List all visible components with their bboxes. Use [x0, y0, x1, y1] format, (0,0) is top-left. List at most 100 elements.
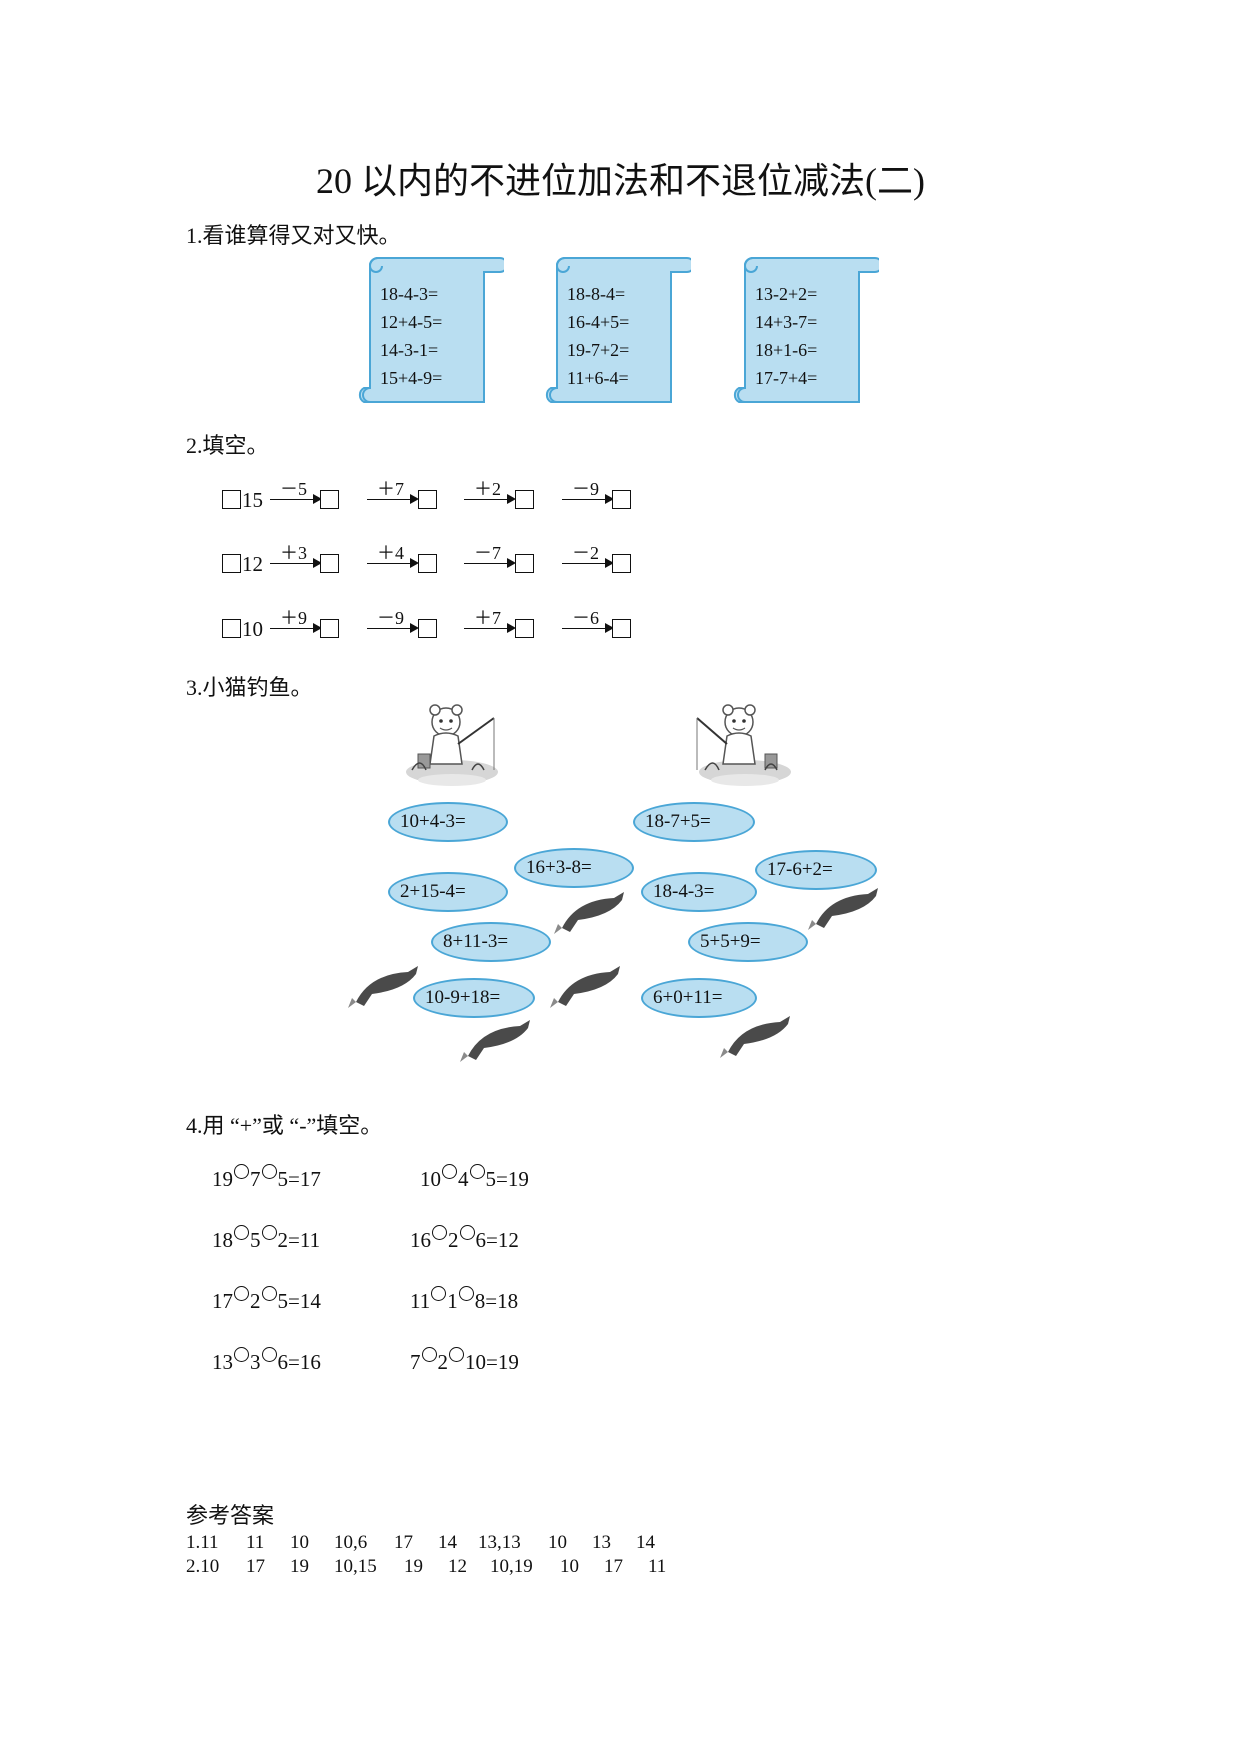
operator-label: －9 — [377, 608, 404, 628]
operator-label: －6 — [572, 608, 599, 628]
answer-box[interactable] — [612, 619, 631, 638]
q1-heading: 1.看谁算得又对又快。 — [186, 223, 401, 248]
answer-box[interactable] — [418, 490, 437, 509]
answer-value: 1.11 — [186, 1532, 219, 1553]
scroll-shape — [545, 257, 691, 403]
answer-box[interactable] — [320, 490, 339, 509]
answer-value: 17 — [604, 1556, 623, 1577]
answer-box[interactable] — [320, 619, 339, 638]
answer-box[interactable] — [612, 490, 631, 509]
operator-circle[interactable] — [234, 1164, 249, 1179]
answer-box[interactable] — [515, 554, 534, 573]
start-number: 12 — [242, 552, 263, 576]
answer-box[interactable] — [222, 554, 241, 573]
operator-label: ＋4 — [377, 543, 404, 563]
operator-label: ＋7 — [474, 608, 501, 628]
answer-value: 12 — [448, 1556, 467, 1577]
answer-value: 17 — [394, 1532, 413, 1553]
operator-label: －5 — [280, 479, 307, 499]
equation: 18-8-4= — [567, 284, 626, 304]
operator-circle[interactable] — [442, 1164, 457, 1179]
equation: 15+4-9= — [380, 368, 443, 388]
equation: 11+6-4= — [567, 368, 629, 388]
operator-label: －2 — [572, 543, 599, 563]
fish-problem-bubble: 16+3-8= — [514, 848, 634, 888]
fish-icon — [720, 1016, 790, 1058]
fish-problem-bubble: 10+4-3= — [388, 802, 508, 842]
equation: 14+3-7= — [755, 312, 818, 332]
operator-circle[interactable] — [261, 1225, 277, 1240]
page-title: 20 以内的不进位加法和不退位减法(二) — [316, 161, 925, 201]
answer-value: 10 — [290, 1532, 309, 1553]
start-number: 15 — [242, 488, 263, 512]
answer-box[interactable] — [222, 490, 241, 509]
equation: 14-3-1= — [380, 340, 439, 360]
scroll-shape — [733, 257, 879, 403]
fish-icon — [808, 888, 878, 930]
operator-label: －7 — [474, 543, 501, 563]
fish-problem-bubble: 18-7+5= — [633, 802, 755, 842]
scroll-equations: 18-4-3= 12+4-5= 14-3-1= 15+4-9= — [380, 280, 442, 392]
answer-value: 13,13 — [478, 1532, 521, 1553]
cat-fishing-illustration — [406, 704, 498, 786]
answer-value: 11 — [648, 1556, 667, 1577]
scroll-card-3: 13-2+2= 14+3-7= 18+1-6= 17-7+4= — [729, 252, 879, 404]
scroll-equations: 13-2+2= 14+3-7= 18+1-6= 17-7+4= — [755, 280, 817, 392]
start-number: 10 — [242, 617, 263, 641]
equation: 13-2+2= — [755, 284, 818, 304]
equation: 12+4-5= — [380, 312, 443, 332]
operator-circle[interactable] — [421, 1347, 437, 1362]
q4-heading: 4.用 “+”或 “-”填空。 — [186, 1113, 383, 1138]
operator-circle[interactable] — [234, 1225, 249, 1240]
answer-box[interactable] — [222, 619, 241, 638]
operator-label: ＋7 — [377, 479, 404, 499]
answer-value: 10,15 — [334, 1556, 377, 1577]
operator-circle[interactable] — [432, 1225, 447, 1240]
fish-problem-bubble: 8+11-3= — [431, 922, 551, 962]
equation: 18-4-3= — [380, 284, 439, 304]
answer-value: 10 — [560, 1556, 579, 1577]
answer-box[interactable] — [515, 619, 534, 638]
operator-label: ＋3 — [280, 543, 307, 563]
answer-box[interactable] — [418, 554, 437, 573]
operator-circle[interactable] — [449, 1347, 464, 1362]
answer-box[interactable] — [418, 619, 437, 638]
scroll-equations: 18-8-4= 16-4+5= 19-7+2= 11+6-4= — [567, 280, 629, 392]
answer-box[interactable] — [320, 554, 339, 573]
operator-circle[interactable] — [234, 1286, 249, 1301]
answer-value: 10 — [548, 1532, 567, 1553]
answer-value: 19 — [404, 1556, 423, 1577]
fish-problem-bubble: 2+15-4= — [388, 872, 508, 912]
operator-circle[interactable] — [261, 1164, 277, 1179]
answer-box[interactable] — [515, 490, 534, 509]
fish-icon — [460, 1020, 530, 1062]
operator-circle[interactable] — [458, 1286, 474, 1301]
cat-fishing-illustration — [696, 704, 791, 786]
chain-row-3: 10 ＋9 －9 ＋7 －6 — [222, 605, 742, 655]
chain-row-2: 12 ＋3 ＋4 －7 －2 — [222, 540, 742, 590]
operator-circle[interactable] — [431, 1286, 447, 1301]
scroll-card-1: 18-4-3= 12+4-5= 14-3-1= 15+4-9= — [354, 252, 504, 404]
operator-circle[interactable] — [261, 1347, 277, 1362]
equation: 18+1-6= — [755, 340, 818, 360]
answer-box[interactable] — [612, 554, 631, 573]
equation: 16-4+5= — [567, 312, 630, 332]
scroll-shape — [358, 257, 504, 403]
answer-value: 11 — [246, 1532, 265, 1553]
fish-icon — [550, 966, 620, 1008]
fish-problem-bubble: 6+0+11= — [641, 978, 757, 1018]
operator-circle[interactable] — [261, 1286, 277, 1301]
equation: 19-7+2= — [567, 340, 630, 360]
operator-circle[interactable] — [234, 1347, 249, 1362]
answer-value: 10,19 — [490, 1556, 533, 1577]
operator-circle[interactable] — [459, 1225, 475, 1240]
operator-circle[interactable] — [469, 1164, 485, 1179]
